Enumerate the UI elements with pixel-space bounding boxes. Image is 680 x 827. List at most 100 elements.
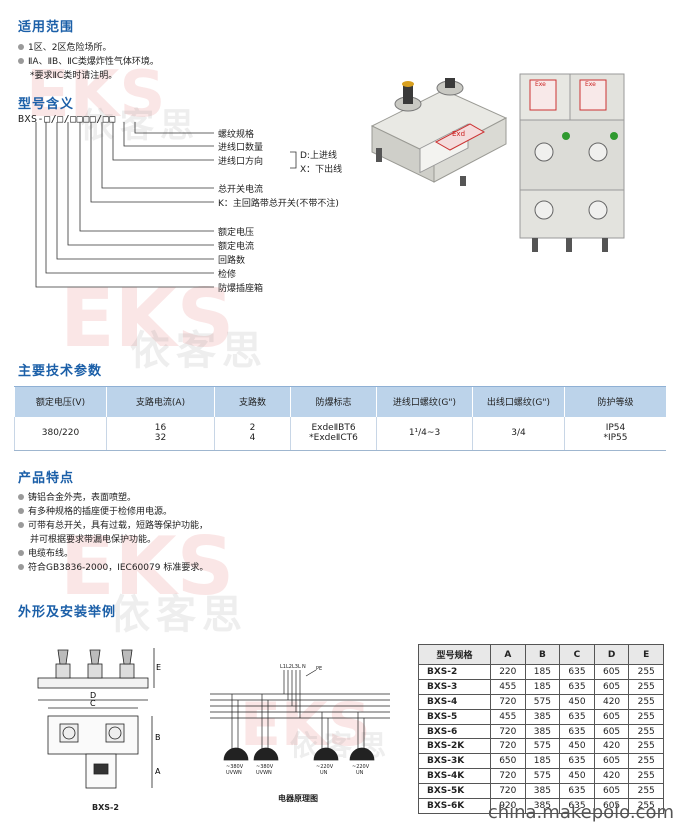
size-value-cell: 720 xyxy=(490,783,526,800)
model-label: 螺纹规格 xyxy=(218,130,255,140)
size-value-cell: 255 xyxy=(628,738,664,755)
params-header: 额定电压(V) xyxy=(14,386,107,417)
params-cell: IP54*IP55 xyxy=(564,416,666,451)
dim-label-e: E xyxy=(156,663,161,672)
size-value-cell: 635 xyxy=(559,708,595,725)
svg-text:N: N xyxy=(302,664,306,670)
size-value-cell: 450 xyxy=(559,693,595,710)
install-heading: 外形及安装举例 xyxy=(18,605,117,620)
size-value-cell: 385 xyxy=(524,783,561,800)
size-model-cell: BXS-2 xyxy=(418,664,491,680)
size-value-cell: 185 xyxy=(524,678,561,695)
size-header-row: 型号规格 A B C D E xyxy=(418,644,664,665)
params-cell: 1¹/4~3 xyxy=(376,416,473,451)
size-value-cell: 605 xyxy=(593,723,630,740)
size-model-cell: BXS-2K xyxy=(418,738,491,755)
model-label: 进线口数量 xyxy=(218,143,264,153)
size-value-cell: 420 xyxy=(593,693,630,710)
size-value-cell: 605 xyxy=(593,783,630,800)
size-value-cell: 385 xyxy=(524,723,561,740)
size-value-cell: 720 xyxy=(490,738,526,755)
size-value-cell: 720 xyxy=(490,768,526,785)
size-model-cell: BXS-3K xyxy=(418,753,491,770)
params-header: 支路电流(A) xyxy=(106,386,215,417)
size-value-cell: 255 xyxy=(628,678,664,695)
feature-item: 铸铝合金外壳，表面喷塑。 xyxy=(18,490,136,503)
params-header: 出线口螺纹(G") xyxy=(472,386,565,417)
params-header: 进线口螺纹(G") xyxy=(376,386,473,417)
svg-text:UN: UN xyxy=(320,770,328,776)
size-value-cell: 450 xyxy=(559,738,595,755)
params-cell: 380/220 xyxy=(14,416,107,451)
size-value-cell: 635 xyxy=(559,753,595,770)
size-value-cell: 720 xyxy=(490,723,526,740)
svg-text:L: L xyxy=(298,664,301,670)
size-value-cell: 635 xyxy=(559,723,595,740)
dim-label-b: B xyxy=(155,733,161,742)
size-model-cell: BXS-4K xyxy=(418,768,491,785)
eks-watermark-cn-2: 依客思 xyxy=(130,328,268,374)
svg-text:UVWN: UVWN xyxy=(256,770,272,776)
size-value-cell: 720 xyxy=(490,693,526,710)
size-value-cell: 255 xyxy=(628,798,664,814)
params-cell: 3/4 xyxy=(472,416,565,451)
size-value-cell: 185 xyxy=(524,664,561,680)
params-cell: ExdeⅡBT6*ExdeⅡCT6 xyxy=(290,416,377,451)
size-header: D xyxy=(593,644,630,665)
feature-item: 符合GB3836-2000，IEC60079 标准要求。 xyxy=(18,560,208,573)
scope-note: *要求ⅡC类时请注明。 xyxy=(30,71,118,81)
size-value-cell: 185 xyxy=(524,753,561,770)
size-model-cell: BXS-6 xyxy=(418,723,491,740)
size-value-cell: 255 xyxy=(628,693,664,710)
size-value-cell: 455 xyxy=(490,678,526,695)
size-header: E xyxy=(628,644,664,665)
product-photo-small: Exd xyxy=(370,78,508,186)
size-value-cell: 605 xyxy=(593,753,630,770)
svg-text:UVWN: UVWN xyxy=(226,770,242,776)
model-label: 进线口方向 xyxy=(218,157,264,167)
dim-label-a: A xyxy=(155,767,161,776)
params-header: 防爆标志 xyxy=(290,386,377,417)
size-value-cell: 575 xyxy=(524,738,561,755)
footer-site: china.makepolo.com xyxy=(487,802,674,823)
product-photo-large: Exe Exe xyxy=(519,73,625,252)
svg-text:L3: L3 xyxy=(292,664,298,670)
size-model-cell: BXS-5K xyxy=(418,783,491,800)
outline-drawing: E D C B A xyxy=(37,648,161,789)
size-header: A xyxy=(490,644,526,665)
size-value-cell: 255 xyxy=(628,783,664,800)
feature-continuation: 并可根据要求带漏电保护功能。 xyxy=(30,535,157,545)
svg-text:~220V: ~220V xyxy=(316,764,334,770)
size-value-cell: 385 xyxy=(524,798,561,814)
model-label: 检修 xyxy=(218,270,237,280)
svg-text:~380V: ~380V xyxy=(256,764,274,770)
size-value-cell: 650 xyxy=(490,753,526,770)
dim-label-c: C xyxy=(90,699,96,708)
svg-text:~220V: ~220V xyxy=(352,764,370,770)
svg-text:L2: L2 xyxy=(286,664,292,670)
size-value-cell: 920 xyxy=(490,798,526,814)
size-value-cell: 420 xyxy=(593,768,630,785)
model-label: 总开关电流 xyxy=(218,185,264,195)
params-table: 额定电压(V) 支路电流(A) 支路数 防爆标志 进线口螺纹(G") 出线口螺纹… xyxy=(14,386,666,451)
params-heading: 主要技术参数 xyxy=(18,364,103,379)
feature-item: 电缆布线。 xyxy=(18,546,73,559)
exd-label: Exd xyxy=(452,130,465,138)
svg-text:PE: PE xyxy=(316,666,322,672)
model-label: 防爆插座箱 xyxy=(218,284,264,294)
size-value-cell: 635 xyxy=(559,678,595,695)
size-value-cell: 635 xyxy=(559,783,595,800)
circuit-diagram: L1 L2 L3 L N PE ~380V UVWN ~380V UVWN ~2… xyxy=(210,664,390,776)
size-model-cell: BXS-6K xyxy=(418,798,491,814)
